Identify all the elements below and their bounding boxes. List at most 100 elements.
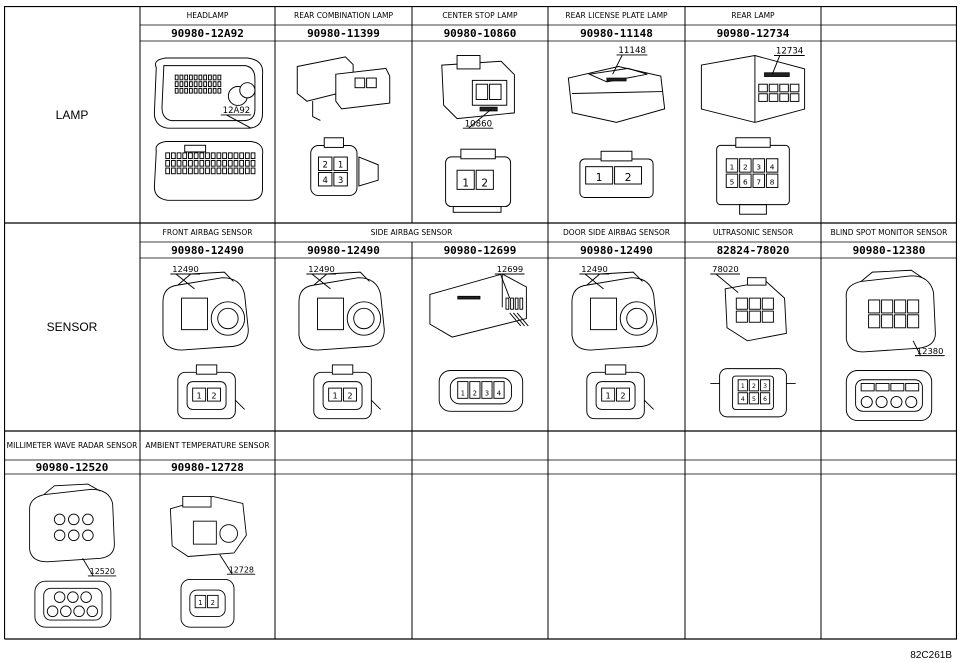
component-name: CENTER STOP LAMP xyxy=(442,10,518,20)
part-number xyxy=(821,25,957,41)
component-name: DOOR SIDE AIRBAG SENSOR xyxy=(563,227,670,237)
svg-text:4: 4 xyxy=(741,396,745,403)
component-name xyxy=(412,431,548,460)
svg-text:1: 1 xyxy=(197,390,202,400)
part-number: 90980-10860 xyxy=(443,26,517,40)
part-number xyxy=(548,460,685,474)
svg-text:4: 4 xyxy=(323,175,328,185)
svg-text:2: 2 xyxy=(743,162,748,171)
part-number: 90980-12490 xyxy=(580,243,653,257)
svg-text:1: 1 xyxy=(198,599,202,607)
svg-text:2: 2 xyxy=(752,383,756,390)
part-number: 90980-11399 xyxy=(307,26,380,40)
component-name: REAR COMBINATION LAMP xyxy=(294,10,393,20)
svg-text:3: 3 xyxy=(485,390,489,398)
part-number: 90980-12490 xyxy=(307,243,380,257)
callout-text: 12490 xyxy=(581,264,608,274)
connector-cell: 12A92 xyxy=(140,41,275,223)
callout-text: 12380 xyxy=(917,346,944,356)
part-number: 90980-11148 xyxy=(580,26,653,40)
component-name xyxy=(821,431,957,460)
svg-text:1: 1 xyxy=(338,160,343,170)
svg-text:1: 1 xyxy=(462,177,469,189)
part-number: 90980-12699 xyxy=(443,243,517,257)
callout-text: 12520 xyxy=(90,567,115,576)
svg-text:6: 6 xyxy=(763,396,767,403)
svg-text:4: 4 xyxy=(770,162,775,171)
connector-drawing: 12520 xyxy=(29,483,117,628)
component-name: HEADLAMP xyxy=(186,10,229,20)
component-name: MILLIMETER WAVE RADAR SENSOR xyxy=(6,440,138,450)
svg-text:2: 2 xyxy=(323,160,328,170)
component-name: REAR LAMP xyxy=(731,10,775,20)
svg-text:2: 2 xyxy=(473,390,477,398)
part-number: 90980-12520 xyxy=(35,460,109,474)
callout-text: 12734 xyxy=(776,47,803,57)
svg-text:1: 1 xyxy=(606,390,611,400)
svg-text:5: 5 xyxy=(752,396,756,403)
category-sensor: SENSOR xyxy=(46,320,98,334)
component-name xyxy=(548,431,685,460)
component-name xyxy=(275,431,412,460)
svg-text:6: 6 xyxy=(743,178,748,187)
grid-lines xyxy=(4,6,957,640)
svg-text:5: 5 xyxy=(730,178,735,187)
connector-cell xyxy=(821,41,957,223)
svg-text:7: 7 xyxy=(756,178,761,187)
svg-text:2: 2 xyxy=(620,390,625,400)
component-name: BLIND SPOT MONITOR SENSOR xyxy=(830,227,948,237)
svg-text:2: 2 xyxy=(211,599,215,607)
component-name: ULTRASONIC SENSOR xyxy=(712,227,794,237)
callout-text: 12490 xyxy=(308,264,335,274)
part-number xyxy=(275,460,412,474)
svg-text:4: 4 xyxy=(497,390,501,398)
category-lamp: LAMP xyxy=(55,107,89,122)
svg-text:2: 2 xyxy=(481,177,488,189)
svg-text:8: 8 xyxy=(770,178,775,187)
svg-text:1: 1 xyxy=(461,390,465,398)
callout-text: 11148 xyxy=(618,46,646,56)
component-name: AMBIENT TEMPERATURE SENSOR xyxy=(145,440,270,450)
callout-text: 12490 xyxy=(172,264,199,274)
svg-text:1: 1 xyxy=(730,162,735,171)
svg-text:3: 3 xyxy=(756,162,761,171)
part-number: 90980-12734 xyxy=(716,26,790,40)
part-number: 82824-78020 xyxy=(716,243,790,257)
svg-text:1: 1 xyxy=(333,390,338,400)
part-number: 90980-12A92 xyxy=(171,26,244,40)
callout-text: 12699 xyxy=(497,264,524,274)
callout-text: 10860 xyxy=(465,119,492,129)
component-name: REAR LICENSE PLATE LAMP xyxy=(565,10,668,20)
part-number xyxy=(412,460,548,474)
svg-text:1: 1 xyxy=(596,172,603,184)
connector-drawing: 1 2 11148 xyxy=(567,46,666,198)
connector-drawing: 12380 xyxy=(845,269,945,422)
callout-text: 78020 xyxy=(712,264,739,274)
part-number: 90980-12380 xyxy=(852,243,926,257)
callout-text: 12A92 xyxy=(223,106,251,116)
connector-cell xyxy=(412,474,548,639)
part-number: 90980-12728 xyxy=(171,460,244,474)
svg-text:2: 2 xyxy=(625,172,632,184)
svg-text:2: 2 xyxy=(211,390,216,400)
svg-text:2: 2 xyxy=(347,390,352,400)
svg-text:3: 3 xyxy=(338,175,343,185)
connector-cell: 1 2 11148 xyxy=(548,41,685,223)
part-number xyxy=(821,460,957,474)
